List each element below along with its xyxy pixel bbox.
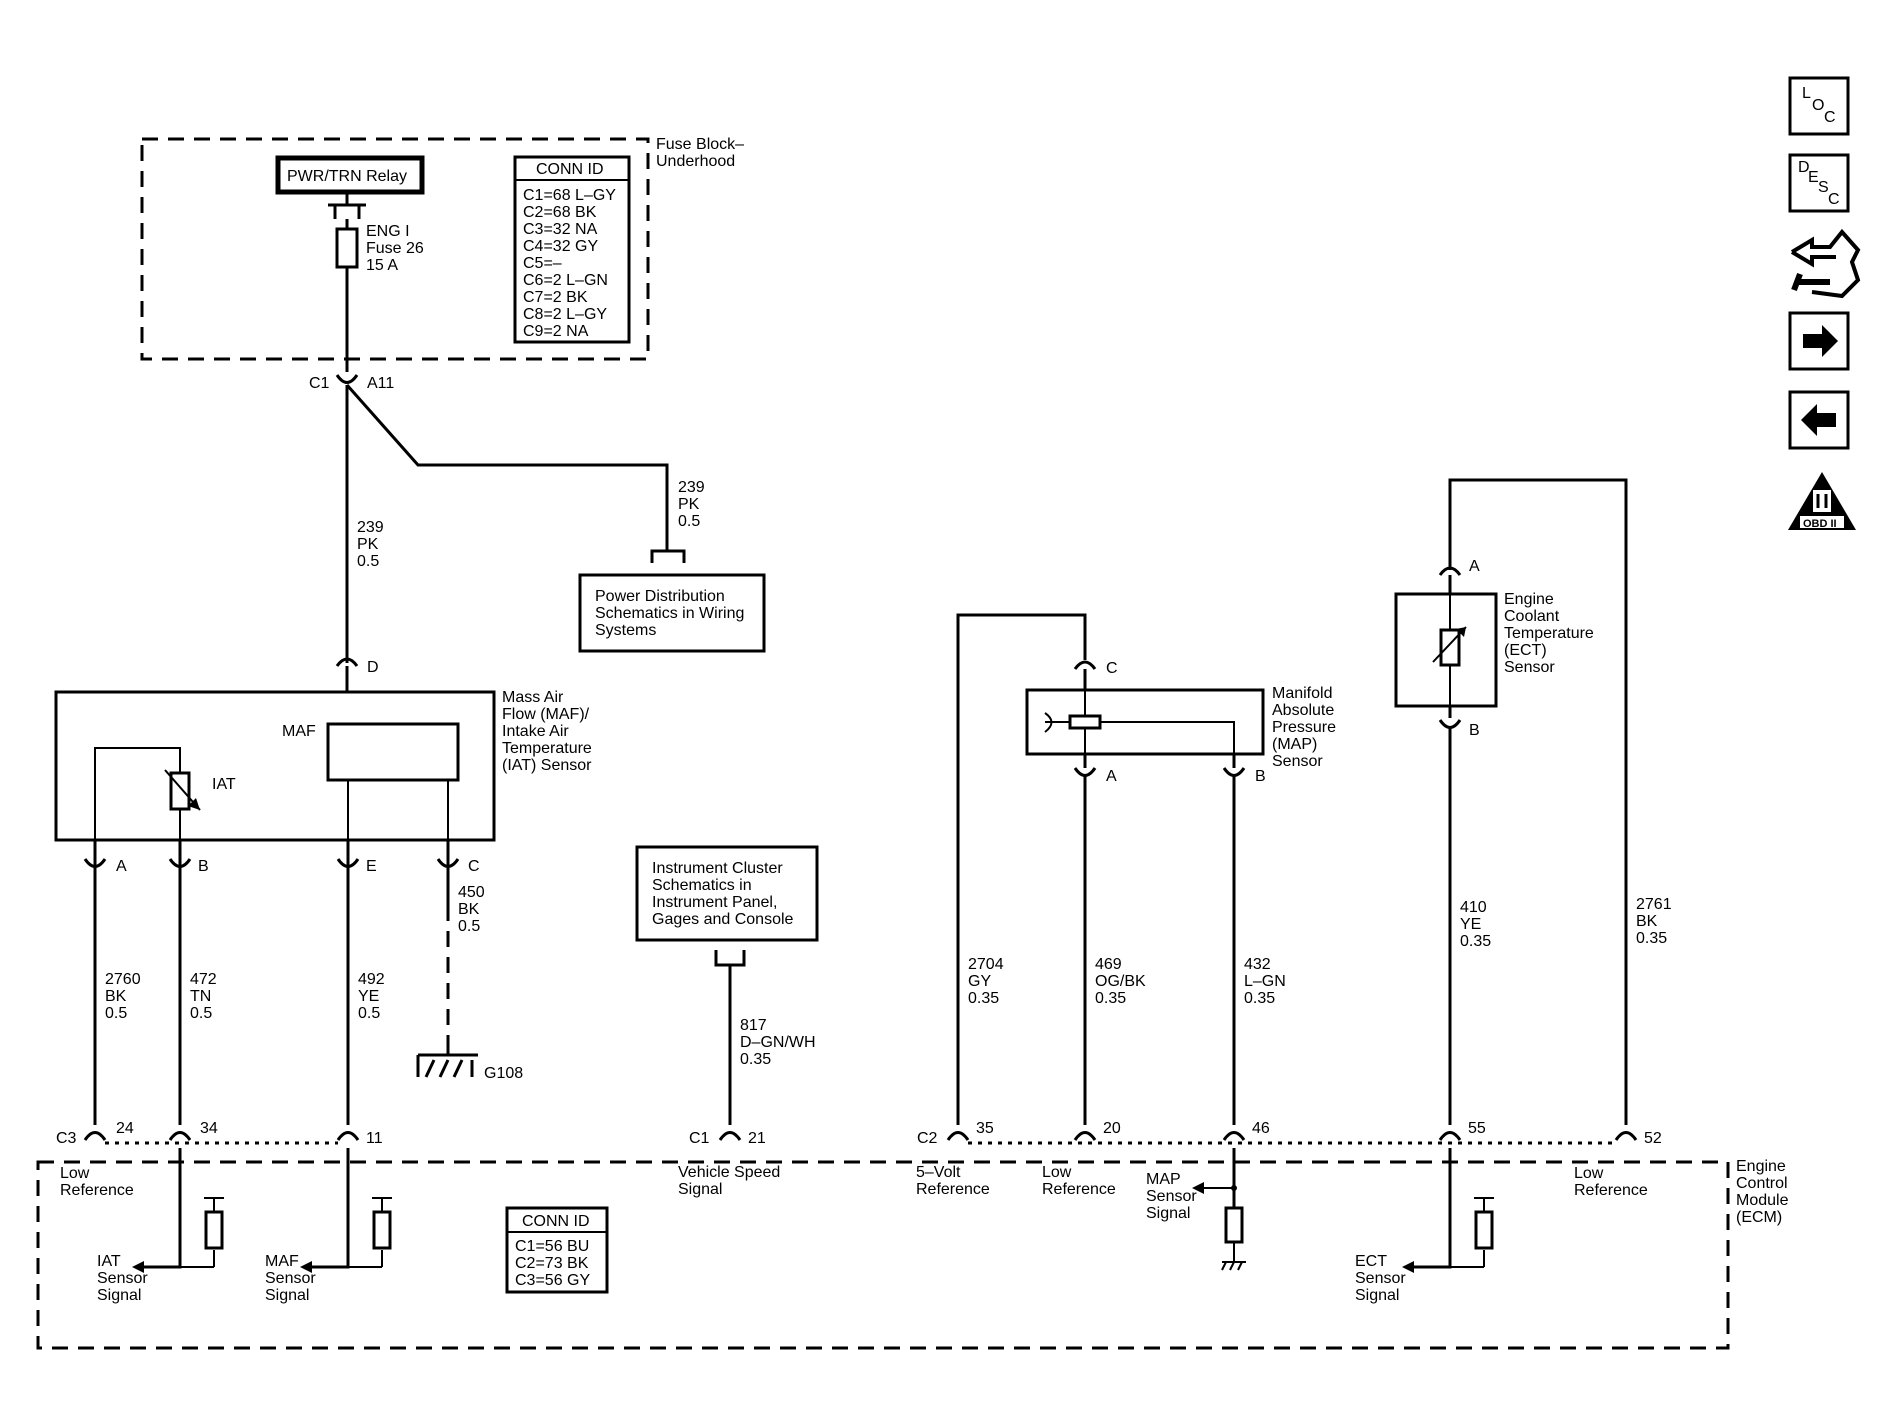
- ecm-low-reference-3: Low Reference: [1574, 1165, 1648, 1199]
- ecm-pin-11-label: 11: [366, 1130, 383, 1147]
- wire-472-label: 472 TN 0.5: [190, 971, 221, 1022]
- description-button[interactable]: D E S C: [1788, 153, 1850, 213]
- ecm-conn-c2-label: C2: [917, 1130, 938, 1147]
- ecm-map-sensor-signal: MAP Sensor Signal: [1146, 1171, 1201, 1222]
- maf-pin-c-label: C: [468, 858, 480, 875]
- ecm-map-resistor: [1224, 1206, 1244, 1244]
- ecm-pin-34-label: 34: [200, 1120, 218, 1137]
- svg-text:C: C: [1824, 109, 1836, 126]
- ecm-conn-c3-label: C3: [56, 1130, 77, 1147]
- diagnostic-tools-button[interactable]: [1790, 228, 1861, 299]
- ecm-label: Engine Control Module (ECM): [1736, 1158, 1793, 1226]
- fuse-block-conn-id-items: C1=68 L–GY C2=68 BK C3=32 NA C4=32 GY C5…: [523, 187, 620, 340]
- ecm-ect-pullup-resistor: [1474, 1210, 1494, 1250]
- ground-g108-label: G108: [484, 1065, 523, 1082]
- power-distribution-reference[interactable]: Power Distribution Schematics in Wiring …: [578, 573, 766, 653]
- wire-432-label: 432 L–GN 0.35: [1244, 956, 1290, 1007]
- fuse-label: ENG I Fuse 26 15 A: [366, 223, 428, 274]
- ecm-pin-20-label: 20: [1103, 1120, 1121, 1137]
- relay-box: [275, 155, 425, 195]
- ect-sensor-label: Engine Coolant Temperature (ECT) Sensor: [1504, 591, 1598, 676]
- map-pin-a-label: A: [1106, 768, 1117, 785]
- map-sensor: Manifold Absolute Pressure (MAP) Sensor: [1025, 685, 1340, 770]
- svg-text:D: D: [1798, 159, 1810, 176]
- instrument-cluster-reference[interactable]: Instrument Cluster Schematics in Instrum…: [635, 845, 819, 942]
- svg-text:O: O: [1812, 97, 1824, 114]
- ect-thermistor: [1439, 628, 1461, 667]
- wire-239-left-label: 239 PK 0.5: [357, 519, 388, 570]
- maf-pin-d-label: D: [367, 659, 379, 676]
- svg-text:L: L: [1802, 85, 1811, 102]
- svg-text:S: S: [1818, 179, 1829, 196]
- ecm-pin-35-label: 35: [976, 1120, 994, 1137]
- ecm-iat-pullup-resistor: [204, 1210, 224, 1250]
- ecm-iat-sensor-signal: IAT Sensor Signal: [97, 1253, 152, 1304]
- next-page-button[interactable]: [1788, 311, 1850, 371]
- wire-2761-label: 2761 BK 0.35: [1636, 896, 1676, 947]
- fuse-block-label: Fuse Block– Underhood: [656, 136, 749, 170]
- maf-element: [326, 722, 460, 782]
- wire-410-label: 410 YE 0.35: [1460, 899, 1491, 950]
- map-element: [1068, 714, 1102, 730]
- a11-pin-label: A11: [367, 375, 394, 392]
- ecm-maf-sensor-signal: MAF Sensor Signal: [265, 1253, 320, 1304]
- svg-text:Power Distribution Schem: Power Distribution Schematics in Wiring …: [595, 588, 749, 639]
- ecm-pin-55-label: 55: [1468, 1120, 1486, 1137]
- wire-2704-label: 2704 GY 0.35: [968, 956, 1008, 1007]
- maf-iat-sensor: MAF IAT Mass Air Flow (MAF)/ Intake Air …: [54, 689, 596, 842]
- relay-label: PWR/TRN Relay: [287, 168, 407, 185]
- maf-sensor-label: Mass Air Flow (MAF)/ Intake Air Temperat…: [502, 689, 596, 774]
- maf-pin-a-label: A: [116, 858, 127, 875]
- wire-2760-label: 2760 BK 0.5: [105, 971, 145, 1022]
- ecm-pin-24-label: 24: [116, 1120, 134, 1137]
- ecm-conn-id-title: CONN ID: [522, 1213, 590, 1230]
- ecm-ect-sensor-signal: ECT Sensor Signal: [1355, 1253, 1410, 1304]
- iat-label: IAT: [212, 776, 236, 793]
- fuse-block-underhood: Fuse Block– Underhood PWR/TRN Relay ENG …: [140, 136, 749, 361]
- ecm-conn-id-items: C1=56 BU C2=73 BK C3=56 GY: [515, 1238, 594, 1289]
- arrow-left-icon: [1801, 404, 1836, 436]
- ecm-pin-52-label: 52: [1644, 1130, 1662, 1147]
- wire-239-right-label: 239 PK 0.5: [678, 479, 709, 530]
- arrow-right-icon: [1803, 325, 1838, 357]
- svg-text:E: E: [1808, 169, 1819, 186]
- ecm-pin-21-label: 21: [748, 1130, 766, 1147]
- svg-text:C: C: [1828, 191, 1840, 208]
- ect-pin-b-label: B: [1469, 722, 1480, 739]
- maf-pin-b-label: B: [198, 858, 209, 875]
- previous-page-button[interactable]: [1788, 390, 1850, 450]
- svg-text:Instrument Cluster Schem: Instrument Cluster Schematics in Instrum…: [652, 860, 794, 928]
- ecm-vehicle-speed-signal: Vehicle Speed Signal: [678, 1164, 785, 1198]
- location-button[interactable]: L O C: [1788, 76, 1850, 136]
- fuse-26: [335, 227, 359, 269]
- ecm-maf-pullup-resistor: [372, 1210, 392, 1250]
- fuse-block-conn-id-table: [513, 155, 631, 344]
- maf-label: MAF: [282, 723, 316, 740]
- obd-ii-button[interactable]: OBD II: [1788, 472, 1856, 530]
- ecm-low-reference-2: Low Reference: [1042, 1164, 1116, 1198]
- ecm-module: Engine Control Module (ECM): [36, 1158, 1793, 1350]
- ecm-conn-id-table: [505, 1206, 609, 1294]
- ect-sensor: Engine Coolant Temperature (ECT) Sensor: [1394, 591, 1598, 708]
- iat-thermistor: [169, 771, 191, 811]
- ecm-conn-c1-label: C1: [689, 1130, 710, 1147]
- svg-text:OBD II: OBD II: [1803, 518, 1837, 530]
- wire-492-label: 492 YE 0.5: [358, 971, 389, 1022]
- wire-469-label: 469 OG/BK 0.35: [1095, 956, 1150, 1007]
- ecm-low-reference-1: Low Reference: [60, 1165, 134, 1199]
- wire-817-label: 817 D–GN/WH 0.35: [740, 1017, 820, 1068]
- tools-icon: [1790, 228, 1861, 299]
- ect-pin-a-label: A: [1469, 558, 1480, 575]
- map-pin-c-label: C: [1106, 660, 1118, 677]
- map-sensor-label: Manifold Absolute Pressure (MAP) Sensor: [1272, 685, 1340, 770]
- ecm-5v-reference: 5–Volt Reference: [916, 1164, 990, 1198]
- fuse-block-conn-id-title: CONN ID: [536, 161, 604, 178]
- c1-connector-label: C1: [309, 375, 330, 392]
- maf-pin-e-label: E: [366, 858, 377, 875]
- ecm-pin-46-label: 46: [1252, 1120, 1270, 1137]
- map-pin-b-label: B: [1255, 768, 1266, 785]
- wire-450-label: 450 BK 0.5: [458, 884, 489, 935]
